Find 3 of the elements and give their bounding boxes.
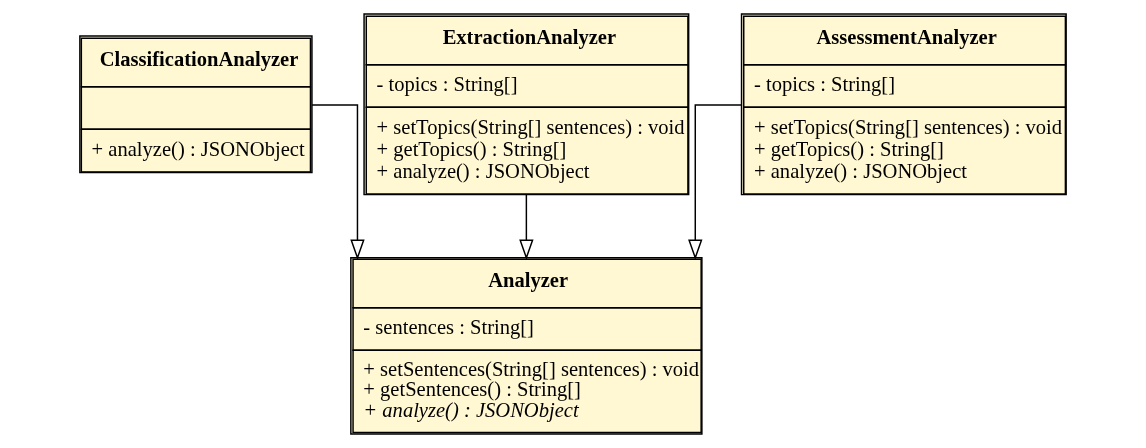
- arrow: [311, 104, 365, 260]
- arrow: [688, 104, 742, 260]
- arrow: [519, 194, 534, 260]
